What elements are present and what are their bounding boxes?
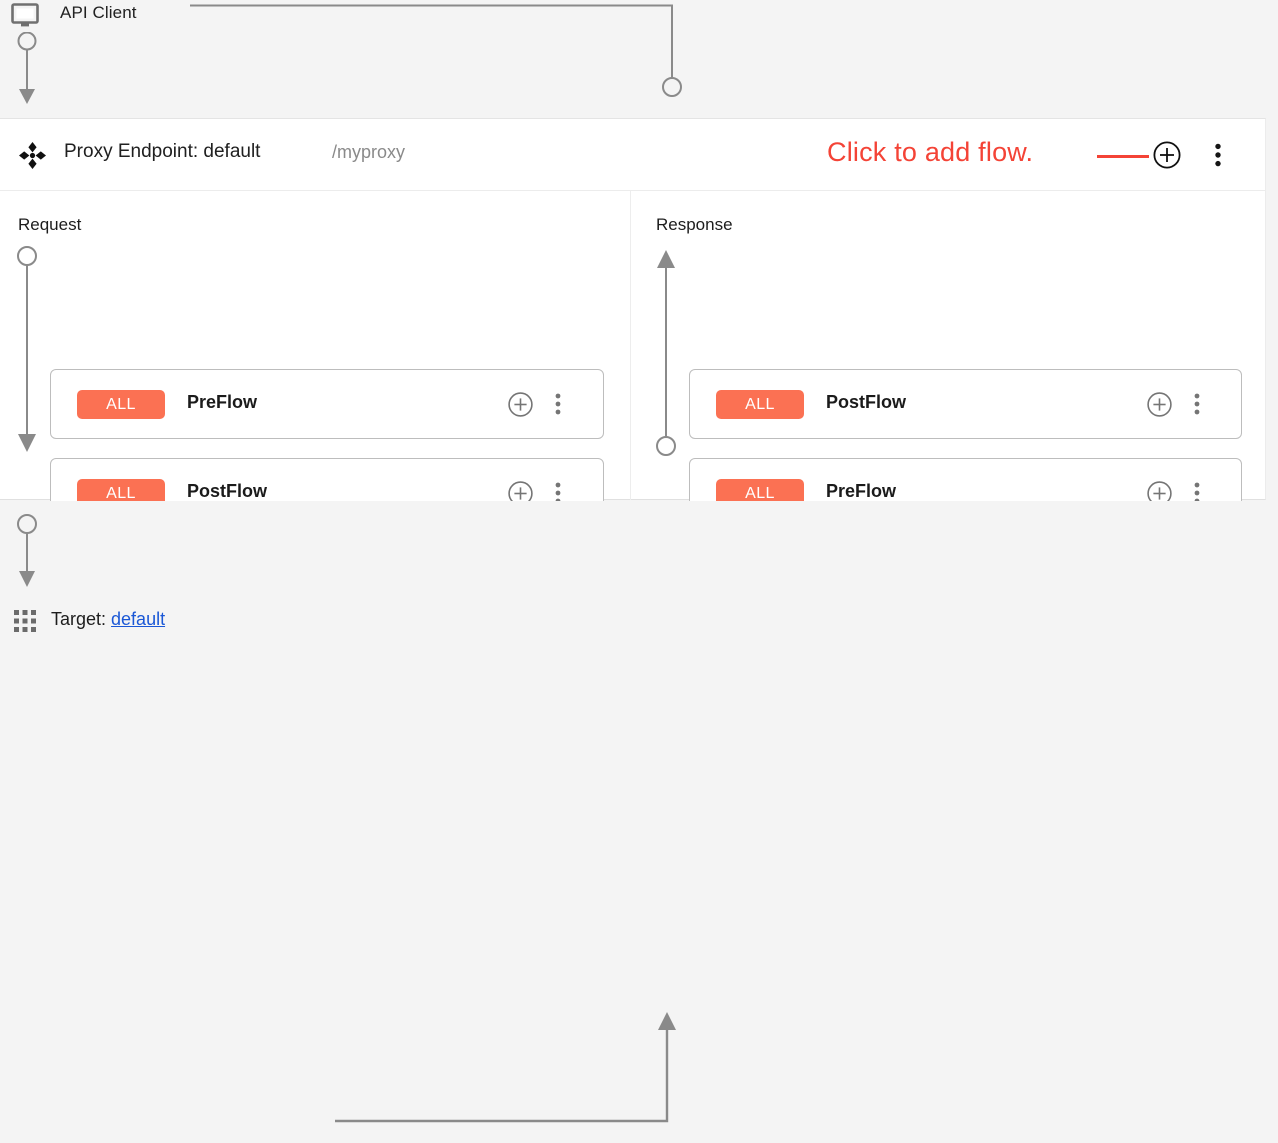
proxy-endpoint-header: Proxy Endpoint: default /myproxy Click t… [0,119,1265,191]
move-handle-icon[interactable] [19,142,46,169]
response-column-title: Response [656,215,733,234]
request-column: Request ALL PreFlow [0,191,631,528]
flow-more-vertical-icon[interactable] [551,393,565,415]
target-default-link[interactable]: default [111,609,166,629]
monitor-icon [11,3,39,29]
flow-card[interactable]: ALL PreFlow [50,369,604,439]
add-policy-button[interactable] [1147,392,1172,417]
flow-name: PostFlow [187,481,267,501]
flow-badge: ALL [716,390,804,419]
page-title: Proxy Endpoint: default [64,141,261,162]
endpoint-more-vertical-icon[interactable] [1210,143,1226,167]
flow-name: PostFlow [826,392,906,412]
add-flow-button[interactable] [1153,141,1181,169]
annotation-pointer-line [1097,155,1149,158]
target-label: Target: default [51,609,165,630]
request-column-title: Request [18,215,82,234]
response-direction-arrow [656,250,676,456]
flow-badge: ALL [77,390,165,419]
annotation-click-to-add-flow: Click to add flow. [827,137,1034,167]
flow-columns: Request ALL PreFlow [0,191,1265,528]
grid-apps-icon [14,610,36,632]
flow-name: PreFlow [187,392,258,412]
endpoint-base-path: /myproxy [332,142,406,162]
response-column: Response ALL PostFlow [631,191,1265,528]
api-client-label: API Client [60,3,137,22]
flow-name: PreFlow [826,481,897,501]
api-client-row: API Client [0,0,1278,118]
target-endpoint-row: Target: default [0,501,1278,1123]
flow-more-vertical-icon[interactable] [1190,393,1204,415]
client-to-endpoint-connector [190,4,682,97]
add-policy-button[interactable] [508,392,533,417]
target-to-response-connector [335,1012,676,1123]
target-request-arrow [17,514,37,587]
target-label-text: Target: [51,609,112,629]
request-direction-arrow [17,246,37,452]
flow-card[interactable]: ALL PostFlow [689,369,1242,439]
proxy-endpoint-panel: Proxy Endpoint: default /myproxy Click t… [0,118,1266,528]
client-request-arrow [17,32,37,104]
